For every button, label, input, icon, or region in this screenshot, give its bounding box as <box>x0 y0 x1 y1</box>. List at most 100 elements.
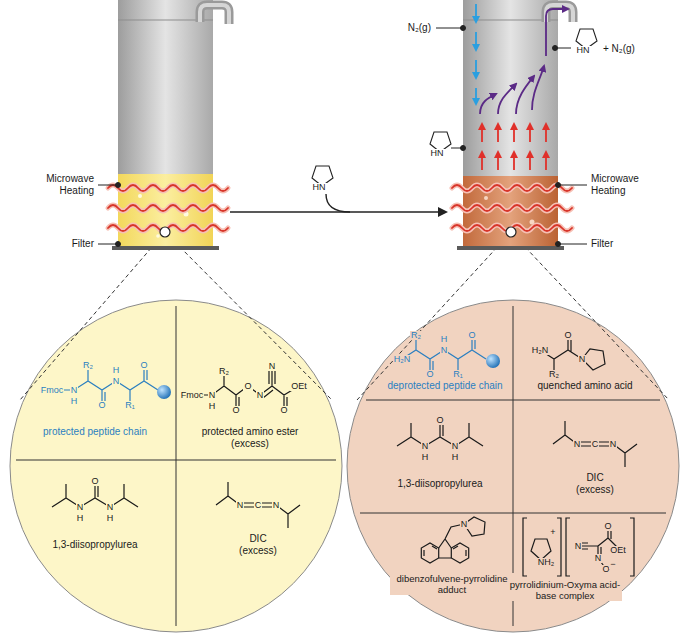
atom-label: N <box>272 501 281 510</box>
microwave-wave <box>452 185 572 191</box>
caption-label: 1,3-diisopropylurea <box>51 539 138 551</box>
atom-label: − <box>609 560 616 569</box>
gas-flow-arrow <box>482 124 546 170</box>
reaction-vessel <box>112 246 219 250</box>
zoom-point <box>506 227 516 237</box>
atom-label: R₂ <box>548 370 560 379</box>
caption-label: deprotected peptide chain <box>386 380 503 392</box>
atom-label: N <box>236 501 245 510</box>
molecule-bond <box>397 423 483 446</box>
resin-bead <box>157 385 171 399</box>
gas-flow-arrow <box>529 152 531 170</box>
gas-flow-arrow <box>529 124 531 142</box>
caption-label: dibenzofulvene-pyrrolidine adduct <box>390 573 514 596</box>
zoom-line <box>20 232 332 400</box>
molecule-bond <box>424 524 466 558</box>
microwave-wave <box>108 185 572 231</box>
molecule-bond <box>523 518 634 576</box>
zoom-point <box>160 227 516 237</box>
gas-flow-arrow <box>480 94 496 114</box>
caption-label: Filter <box>590 238 614 250</box>
microwave-wave <box>452 185 572 191</box>
atom-label: H <box>421 453 430 462</box>
caption-label: quenched amino acid <box>536 380 633 392</box>
atom-label: OEt <box>290 382 308 391</box>
molecule-bond <box>52 484 138 507</box>
reaction-vessel <box>138 194 142 198</box>
molecule-bond <box>216 482 300 528</box>
leader-line <box>98 28 587 244</box>
reaction-vessel <box>546 5 573 22</box>
atom-label: O <box>603 522 612 531</box>
atom-label: R₁ <box>124 401 136 410</box>
atom-label: N <box>609 440 618 449</box>
microwave-wave <box>108 185 572 231</box>
atom-label: O <box>467 331 476 340</box>
caption-label: Microwave Heating <box>31 173 95 197</box>
atom-label: R₂ <box>218 367 230 376</box>
atom-label: C <box>591 440 600 449</box>
caption-label: Microwave Heating <box>590 173 654 197</box>
leader-line <box>556 242 561 247</box>
gas-flow-arrow <box>545 124 547 142</box>
atom-label: N <box>451 442 460 451</box>
atom-label: O <box>435 416 444 425</box>
caption-label: + N₂(g) <box>602 43 636 55</box>
microwave-wave <box>108 185 572 231</box>
gas-flow-arrow <box>480 9 568 114</box>
caption-label: 1,3-diisopropylurea <box>396 478 483 490</box>
divider-line <box>360 306 666 626</box>
atom-label: O <box>231 406 240 415</box>
atom-label: HN <box>576 46 591 55</box>
atom-label: HN <box>312 183 327 192</box>
zoom-circle <box>347 300 679 632</box>
atom-label: N <box>574 542 583 551</box>
gas-flow-arrow <box>498 84 516 114</box>
atom-label: H <box>208 402 217 411</box>
zoom-line <box>357 232 669 400</box>
caption-label: DIC (excess) <box>231 533 285 557</box>
reaction-vessel <box>457 246 564 250</box>
atom-label: O <box>97 401 106 410</box>
gas-flow-arrow <box>481 152 483 170</box>
microwave-wave <box>108 185 228 191</box>
zoom-circle <box>10 300 679 632</box>
atom-label: N <box>256 391 265 400</box>
gas-flow-arrow <box>475 88 477 104</box>
leader-line <box>553 46 558 51</box>
leader-line <box>461 146 466 151</box>
caption-label: DIC (excess) <box>568 472 622 496</box>
atom-label: H <box>70 397 79 406</box>
molecule-bond <box>52 337 637 576</box>
pyrrolidine-ring <box>312 29 597 186</box>
atom-label: R₂ <box>82 361 94 370</box>
gas-flow-arrow <box>513 124 515 142</box>
process-arrow <box>230 211 446 212</box>
atom-label: H <box>106 514 115 523</box>
atom-label: R₁ <box>452 370 464 379</box>
atom-label: OEt <box>609 546 627 555</box>
atom-label: N <box>76 503 85 512</box>
atom-label: HN <box>430 149 445 158</box>
gas-flow-arrow <box>476 4 568 170</box>
atom-label: O <box>279 406 288 415</box>
gas-flow-arrow <box>481 124 483 142</box>
atom-label: N <box>421 442 430 451</box>
molecule-bond <box>52 367 158 403</box>
atom-label: O <box>90 477 99 486</box>
atom-label: O <box>243 382 252 391</box>
leader-line <box>461 26 466 31</box>
zoom-point <box>160 227 170 237</box>
microwave-wave <box>452 205 572 211</box>
gas-flow-arrow <box>475 32 477 50</box>
process-arrow <box>326 194 350 212</box>
atom-label: Fmoc <box>40 386 65 395</box>
reaction-vessel <box>200 5 229 24</box>
gas-flow-arrow <box>513 152 515 170</box>
atom-label: H₂N <box>393 355 412 364</box>
zoom-line <box>20 232 669 400</box>
reaction-vessel <box>546 5 573 22</box>
atom-label: N <box>594 554 603 563</box>
leader-line <box>556 183 561 188</box>
atom-label: N <box>268 362 277 371</box>
